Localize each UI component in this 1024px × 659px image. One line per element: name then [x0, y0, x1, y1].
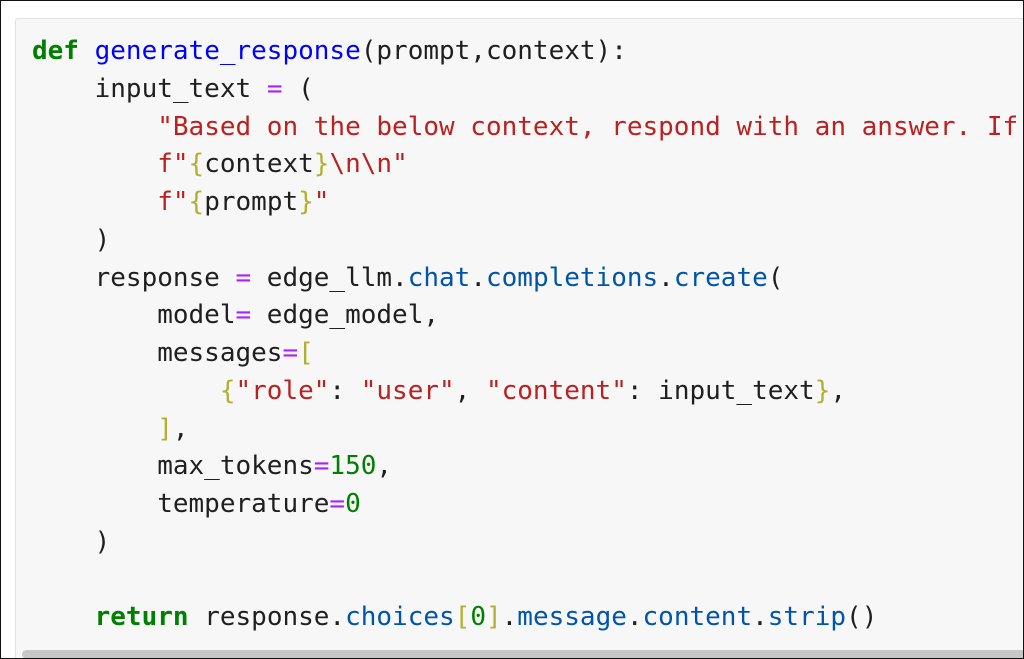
code-token: context — [204, 149, 314, 180]
code-token: = — [329, 489, 346, 519]
code-token: 150 — [329, 451, 377, 482]
code-token: = — [235, 300, 252, 331]
code-token: "content" — [485, 375, 627, 406]
code-token: . — [752, 602, 768, 633]
code-line: ], — [32, 411, 1023, 449]
code-token: choices — [345, 602, 455, 633]
horizontal-scrollbar[interactable] — [22, 650, 1023, 658]
code-token: } — [298, 187, 314, 217]
code-line: messages=[ — [32, 335, 1023, 373]
code-line: "Based on the below context, respond wit… — [32, 109, 1023, 147]
code-token: def — [32, 36, 79, 66]
code-token: , — [376, 451, 393, 482]
code-token: } — [814, 375, 831, 406]
code-token: edge_llm. — [251, 262, 408, 293]
code-token: chat — [407, 262, 471, 293]
code-token: strip — [767, 602, 847, 633]
code-token — [32, 602, 95, 632]
code-cell[interactable]: def generate_response(prompt,context): i… — [15, 18, 1023, 658]
code-token: { — [219, 375, 236, 406]
code-token: . — [658, 262, 674, 293]
code-token: ) — [32, 526, 111, 557]
code-line: temperature=0 — [32, 486, 1023, 524]
code-token: = — [235, 262, 252, 293]
code-token: = — [266, 73, 283, 104]
code-token — [32, 376, 220, 406]
code-token: . — [626, 602, 643, 633]
code-token — [32, 187, 157, 217]
code-editor[interactable]: def generate_response(prompt,context): i… — [32, 33, 1023, 637]
code-line: f"{prompt}" — [32, 184, 1023, 222]
code-token: [ — [454, 602, 471, 633]
code-token — [32, 414, 157, 444]
code-token: generate_response — [94, 36, 361, 66]
code-token: () — [846, 602, 878, 633]
code-token: prompt — [204, 187, 299, 217]
code-token: edge_model, — [251, 300, 439, 331]
code-line: def generate_response(prompt,context): — [32, 33, 1023, 71]
code-token: { — [188, 149, 205, 180]
code-line: ) — [32, 524, 1023, 562]
code-token: , — [830, 375, 847, 406]
code-token: 0 — [345, 489, 361, 519]
code-token: 0 — [470, 602, 486, 633]
code-token: create — [673, 262, 768, 293]
code-line: return response.choices[0].message.conte… — [32, 599, 1023, 637]
code-line — [32, 562, 1023, 600]
code-token: "role" — [235, 375, 330, 406]
code-token: " — [392, 149, 408, 180]
code-token: f" — [157, 149, 189, 180]
code-token: message — [517, 602, 627, 633]
code-token: "Based on the below context, respond wit… — [157, 111, 1019, 142]
code-token: (prompt,context): — [360, 36, 627, 66]
code-token — [32, 149, 157, 179]
code-line: f"{context}\n\n" — [32, 146, 1023, 184]
code-token: . — [470, 262, 486, 293]
code-token: . — [501, 602, 518, 633]
code-token: ) — [32, 224, 111, 255]
code-token: content — [642, 602, 753, 633]
code-token: messages — [32, 338, 283, 368]
code-token: ( — [282, 73, 314, 104]
code-token: " — [313, 187, 330, 217]
code-token: ] — [157, 413, 173, 444]
code-token: ] — [485, 602, 502, 633]
code-token: response. — [188, 602, 346, 633]
code-token: input_text — [32, 73, 267, 104]
code-token: f" — [157, 187, 189, 217]
code-token — [79, 36, 95, 66]
code-token: { — [188, 187, 205, 217]
code-token: return — [94, 602, 189, 633]
code-token: , — [172, 413, 189, 444]
code-token: \n\n — [329, 149, 393, 180]
code-line: {"role": "user", "content": input_text}, — [32, 373, 1023, 411]
code-token: model — [32, 300, 236, 331]
code-token: [ — [298, 338, 314, 368]
code-token: , — [454, 375, 486, 406]
code-line: input_text = ( — [32, 71, 1023, 109]
code-line: ) — [32, 222, 1023, 260]
code-token: ( — [767, 262, 784, 293]
code-token: } — [313, 149, 330, 180]
code-token: completions — [485, 262, 659, 293]
code-line: model= edge_model, — [32, 297, 1023, 335]
code-token: max_tokens — [32, 451, 314, 482]
code-token: = — [313, 451, 330, 482]
code-token: : — [329, 375, 361, 406]
code-token — [32, 112, 157, 142]
code-token: = — [282, 338, 299, 368]
code-line: max_tokens=150, — [32, 448, 1023, 486]
code-token: : input_text — [626, 375, 815, 406]
code-token: temperature — [32, 489, 330, 519]
code-line: response = edge_llm.chat.completions.cre… — [32, 260, 1023, 298]
code-token: "user" — [360, 375, 455, 406]
code-token: response — [32, 262, 236, 293]
